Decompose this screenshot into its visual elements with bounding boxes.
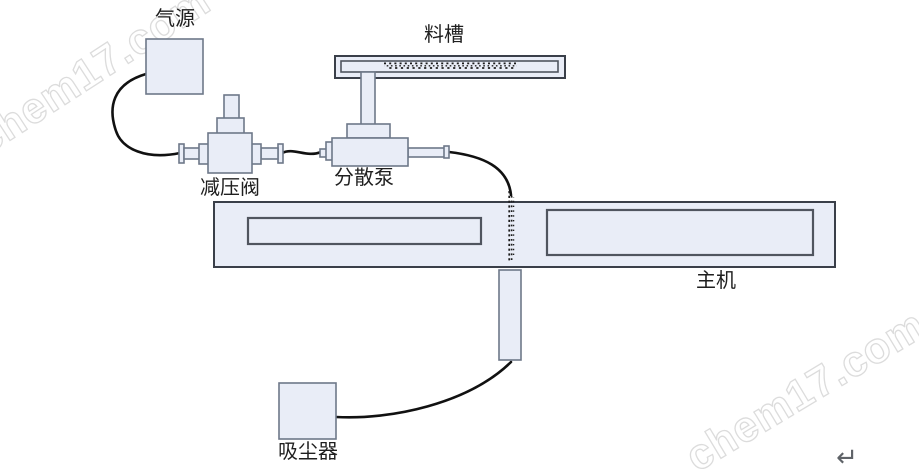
dispersion-pump-label: 分散泵 xyxy=(334,166,394,189)
air-source-hose xyxy=(111,72,182,157)
dispersion-pump-nozzle xyxy=(407,147,446,158)
dispersion-pump-top-flange xyxy=(346,123,391,139)
duct-to-vacuum-hose xyxy=(334,360,513,419)
main-machine-window-right xyxy=(545,208,815,257)
pressure-valve-right-pipe xyxy=(260,147,279,160)
pressure-valve-body xyxy=(207,132,253,174)
return-mark: ↵ xyxy=(836,443,858,473)
particle-stream xyxy=(508,191,515,263)
pressure-valve-left-pipe xyxy=(183,147,201,160)
air-source-box xyxy=(145,38,204,95)
feed-trough-inner xyxy=(340,60,559,73)
pump-to-machine-hose xyxy=(447,150,513,197)
feed-trough-material xyxy=(384,62,517,69)
dispersion-pump-feed-pipe xyxy=(360,71,376,126)
vacuum-cleaner-label: 吸尘器 xyxy=(278,440,338,463)
pressure-valve-bonnet xyxy=(216,117,245,135)
vacuum-cleaner-box xyxy=(278,382,337,440)
pressure-valve-label: 减压阀 xyxy=(200,176,260,199)
main-machine-label: 主机 xyxy=(696,269,736,292)
main-machine-window-left xyxy=(246,216,483,246)
air-source-label: 气源 xyxy=(155,7,195,30)
pressure-valve-stem xyxy=(223,94,240,120)
watermark-bottom-right: chem17.com xyxy=(677,301,919,473)
outlet-duct xyxy=(498,269,522,361)
dispersion-pump-body xyxy=(331,137,409,167)
valve-to-pump-hose xyxy=(280,149,323,156)
dispersion-pump-nozzle-cap xyxy=(443,145,450,159)
feed-trough-label: 料槽 xyxy=(424,23,464,46)
